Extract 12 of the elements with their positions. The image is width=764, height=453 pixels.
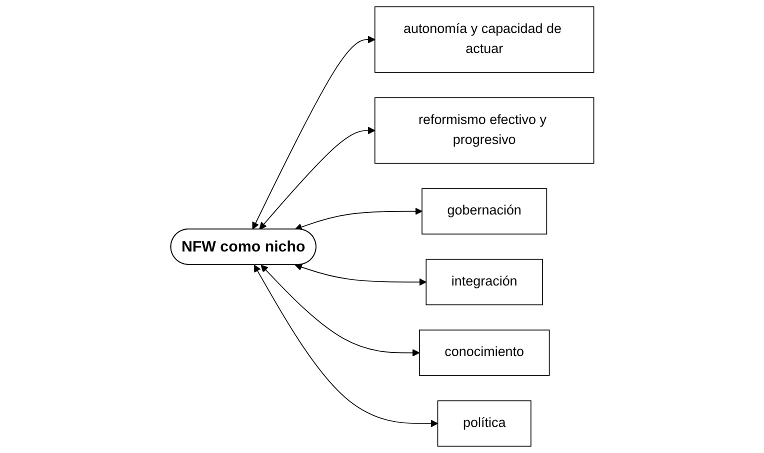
node-box: autonomía y capacidad de actuar: [374, 6, 594, 73]
node-box: política: [437, 400, 532, 447]
node-box: integración: [425, 258, 543, 306]
arrow: [252, 36, 375, 230]
arrow: [294, 208, 422, 231]
node-box: gobernación: [421, 188, 547, 234]
arrow: [260, 264, 420, 356]
node-box: reformismo efectivo y progresivo: [374, 97, 594, 164]
arrow: [254, 264, 438, 428]
arrow: [294, 264, 426, 286]
arrow: [258, 126, 375, 230]
node-box: conocimiento: [418, 330, 550, 376]
